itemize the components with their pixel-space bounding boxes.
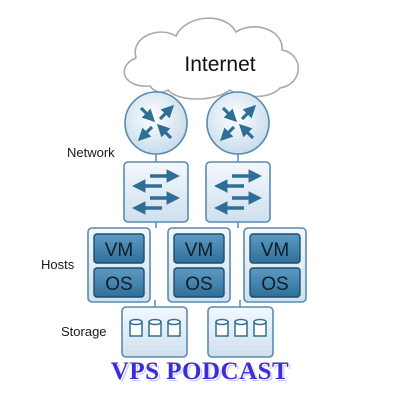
router-icon xyxy=(137,104,175,142)
cloud-label: Internet xyxy=(184,53,255,76)
storage-layer-label: Storage xyxy=(61,324,107,339)
virtual-machine-icon xyxy=(173,233,225,264)
switch-icon xyxy=(213,169,263,215)
disk-icon xyxy=(129,318,143,337)
host-2: VM OS xyxy=(167,227,231,303)
switch-right xyxy=(205,161,271,223)
host-1: VM OS xyxy=(87,227,151,303)
os-label: OS xyxy=(261,274,288,295)
os-label: OS xyxy=(185,274,212,295)
cloud-icon xyxy=(123,17,299,100)
host-3: VM OS xyxy=(243,227,307,303)
os-label: OS xyxy=(105,274,132,295)
disk-icon xyxy=(167,318,181,337)
vm-label: VM xyxy=(185,240,214,261)
virtual-machine-icon xyxy=(93,233,145,264)
vm-label: VM xyxy=(261,240,290,261)
router-left xyxy=(124,91,188,155)
podcast-title: VPS PODCAST xyxy=(110,358,290,385)
router-icon xyxy=(219,104,257,142)
switch-icon xyxy=(131,169,181,215)
vm-label: VM xyxy=(105,240,134,261)
disk-icon xyxy=(148,318,162,337)
switch-left xyxy=(123,161,189,223)
hosts-layer-label: Hosts xyxy=(41,257,75,272)
network-layer-label: Network xyxy=(67,145,115,160)
storage-array-right xyxy=(207,306,274,358)
os-tile xyxy=(173,267,225,298)
storage-array-left xyxy=(121,306,188,358)
router-right xyxy=(206,91,270,155)
disk-icon xyxy=(215,318,229,337)
disk-icon xyxy=(253,318,267,337)
os-tile xyxy=(93,267,145,298)
os-tile xyxy=(249,267,301,298)
disk-icon xyxy=(234,318,248,337)
internet-cloud: Internet xyxy=(123,17,299,100)
virtual-machine-icon xyxy=(249,233,301,264)
